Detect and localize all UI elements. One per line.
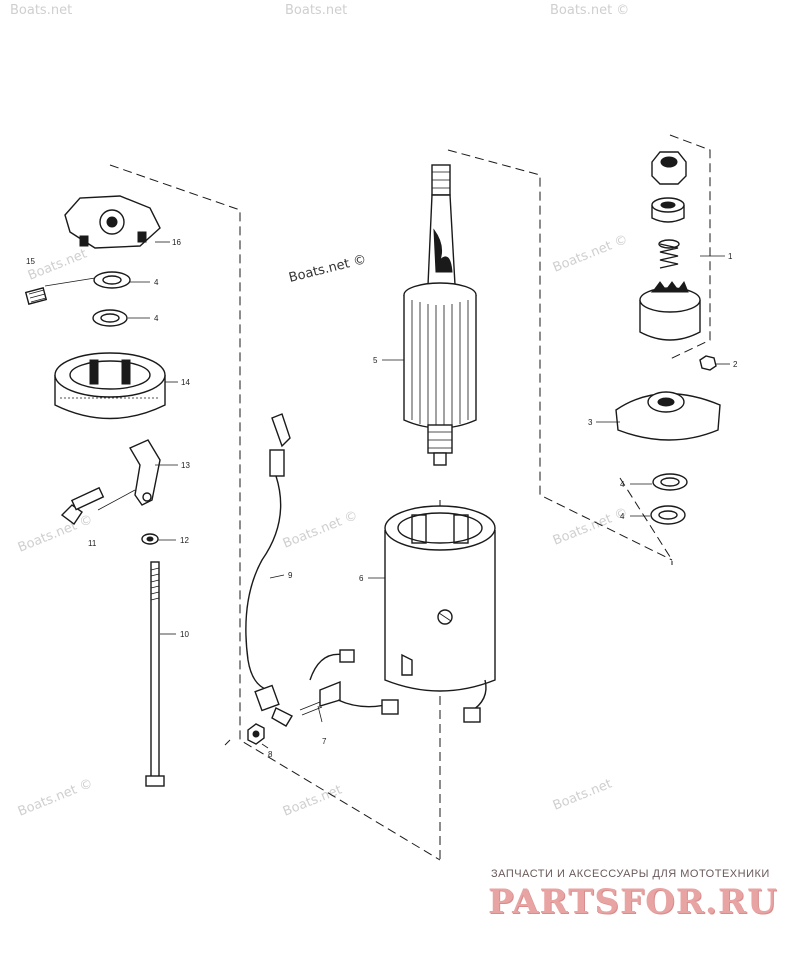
part-2-nut <box>699 355 717 371</box>
part-4-washer <box>652 473 688 491</box>
watermark: Boats.net © <box>16 512 95 556</box>
callout-2: 2 <box>733 360 738 369</box>
part-1-drive-bushing <box>651 197 685 223</box>
watermark: Boats.net <box>551 777 614 814</box>
callout-leaders <box>44 241 730 749</box>
watermark: Boats.net © <box>551 505 630 549</box>
footer-logo: PARTSFOR.RU <box>488 882 778 922</box>
part-1-drive-spring <box>658 239 680 269</box>
part-11-bolt <box>60 486 105 526</box>
watermark: Boats.net <box>10 3 72 18</box>
part-1-drive-pinion <box>639 280 701 341</box>
part-3-end-cap <box>615 391 721 441</box>
part-5-armature <box>403 164 477 466</box>
part-10-through-bolt <box>145 561 165 787</box>
callout-11: 11 <box>88 539 97 548</box>
callout-3: 3 <box>588 418 593 427</box>
part-4-washer <box>92 309 128 327</box>
watermark: Boats.net <box>285 3 347 18</box>
callout-16: 16 <box>172 238 181 247</box>
part-1-drive-nut <box>651 151 687 185</box>
callout-13: 13 <box>181 461 190 470</box>
part-16-end-plate <box>64 195 161 249</box>
callout-4: 4 <box>620 480 625 489</box>
callout-4: 4 <box>620 512 625 521</box>
callout-6: 6 <box>359 574 364 583</box>
callout-1: 1 <box>728 252 733 261</box>
watermark: Boats.net <box>281 783 344 820</box>
callout-10: 10 <box>180 630 189 639</box>
callout-15: 15 <box>26 257 35 266</box>
watermark: Boats.net <box>26 247 89 284</box>
watermark: Boats.net © <box>551 232 630 276</box>
callout-14: 14 <box>181 378 190 387</box>
watermark: Boats.net © <box>281 508 360 552</box>
part-4-washer <box>93 271 131 289</box>
part-7-brush-assembly <box>299 649 487 723</box>
watermark: Boats.net © <box>16 776 95 820</box>
part-6-frame-housing <box>384 505 496 692</box>
callout-5: 5 <box>373 356 378 365</box>
part-4-washer <box>650 505 686 525</box>
callout-8: 8 <box>268 750 273 759</box>
part-8-nut <box>247 723 265 745</box>
callout-12: 12 <box>180 536 189 545</box>
part-9-cable <box>245 413 293 727</box>
callout-4: 4 <box>154 314 159 323</box>
watermark: Boats.net © <box>550 3 629 18</box>
callout-7: 7 <box>322 737 327 746</box>
part-15-screw <box>24 287 48 305</box>
callout-4: 4 <box>154 278 159 287</box>
part-12-washer <box>141 533 159 545</box>
part-13-terminal <box>128 439 161 506</box>
footer-tagline: ЗАПЧАСТИ И АКСЕССУАРЫ ДЛЯ МОТОТЕХНИКИ <box>491 868 770 880</box>
callout-labels: 16 15 4 4 14 13 11 12 10 5 6 9 7 8 1 2 3… <box>26 238 738 759</box>
callout-9: 9 <box>288 571 293 580</box>
part-14-field-frame <box>54 352 166 420</box>
watermark: Boats.net © <box>287 252 368 286</box>
